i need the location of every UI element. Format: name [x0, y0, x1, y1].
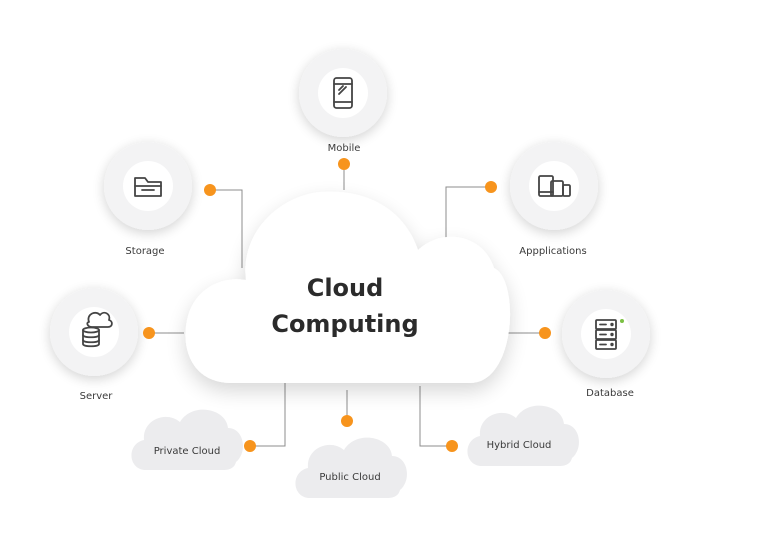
folder-icon — [134, 177, 162, 197]
connector-dots — [143, 158, 551, 452]
dot-server — [143, 327, 155, 339]
public-cloud-label: Public Cloud — [319, 472, 381, 483]
dot-storage — [204, 184, 216, 196]
database-label: Database — [586, 388, 634, 399]
dot-database — [539, 327, 551, 339]
private-cloud-shape — [131, 409, 243, 470]
connector-lines — [149, 170, 545, 447]
connector-storage — [210, 189, 243, 268]
hybrid-cloud-shape — [467, 405, 579, 466]
small-clouds — [131, 405, 579, 498]
title-line-2: Computing — [271, 310, 419, 338]
public-cloud-shape — [295, 437, 407, 498]
dot-public-cloud — [341, 415, 353, 427]
mobile-label: Mobile — [327, 143, 361, 154]
server-label: Server — [79, 391, 113, 402]
dot-applications — [485, 181, 497, 193]
storage-label: Storage — [125, 246, 165, 257]
mobile-node-inner — [318, 68, 368, 118]
dot-mobile — [338, 158, 350, 170]
database-status-light-icon — [620, 319, 624, 323]
private-cloud-label: Private Cloud — [153, 446, 221, 457]
hybrid-cloud-label: Hybrid Cloud — [486, 440, 552, 451]
server-cloud-icon — [82, 311, 113, 348]
connector-applications — [445, 186, 490, 244]
devices-icon — [538, 175, 571, 197]
applications-node-inner — [529, 161, 579, 211]
dot-hybrid-cloud — [446, 440, 458, 452]
connector-private-cloud — [250, 382, 286, 447]
mobile-phone-icon — [333, 77, 353, 109]
database-rack-icon — [595, 319, 617, 350]
main-cloud-shape — [185, 191, 511, 383]
dot-private-cloud — [244, 440, 256, 452]
diagram-title: Cloud Computing — [271, 270, 418, 342]
applications-label: Appplications — [519, 246, 587, 257]
title-line-1: Cloud — [306, 274, 384, 302]
connector-hybrid-cloud — [419, 386, 452, 447]
